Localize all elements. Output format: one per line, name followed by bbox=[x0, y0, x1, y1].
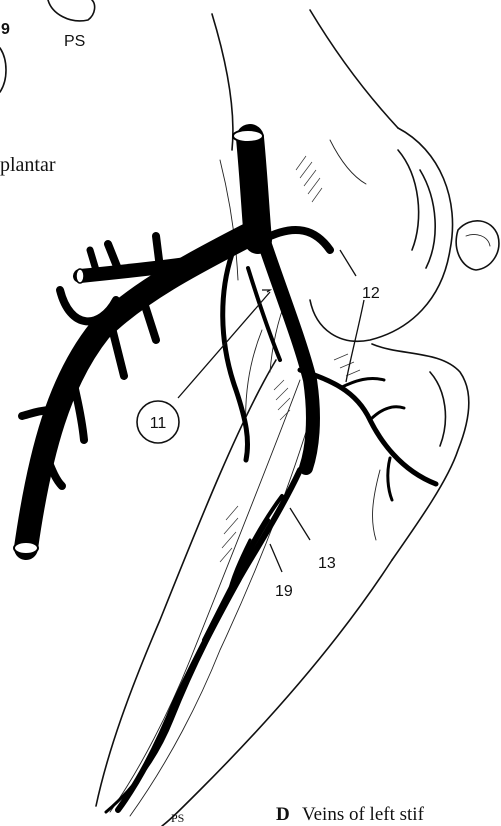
label-13: 13 bbox=[318, 555, 336, 572]
muscle-hatching bbox=[220, 156, 360, 562]
label-9: 9 bbox=[1, 21, 10, 38]
label-11-group: 11 bbox=[137, 401, 179, 443]
label-19: 19 bbox=[275, 583, 293, 600]
artist-initials-bottom: PS bbox=[171, 811, 184, 825]
veins bbox=[14, 130, 436, 812]
artist-initials-top: PS bbox=[64, 33, 85, 50]
caption-letter: D bbox=[276, 804, 290, 825]
caption: PS D Veins of left stif bbox=[171, 804, 425, 825]
plantar-label: plantar bbox=[0, 154, 56, 176]
vein-cut-bottom-left bbox=[14, 542, 38, 554]
previous-panel-fragment: 9 PS plantar bbox=[0, 0, 95, 176]
label-11: 11 bbox=[150, 415, 167, 432]
label-12: 12 bbox=[362, 285, 380, 302]
caption-text: Veins of left stif bbox=[302, 804, 425, 825]
vein-cut-left bbox=[76, 269, 84, 283]
vein-cut-top bbox=[233, 130, 263, 142]
